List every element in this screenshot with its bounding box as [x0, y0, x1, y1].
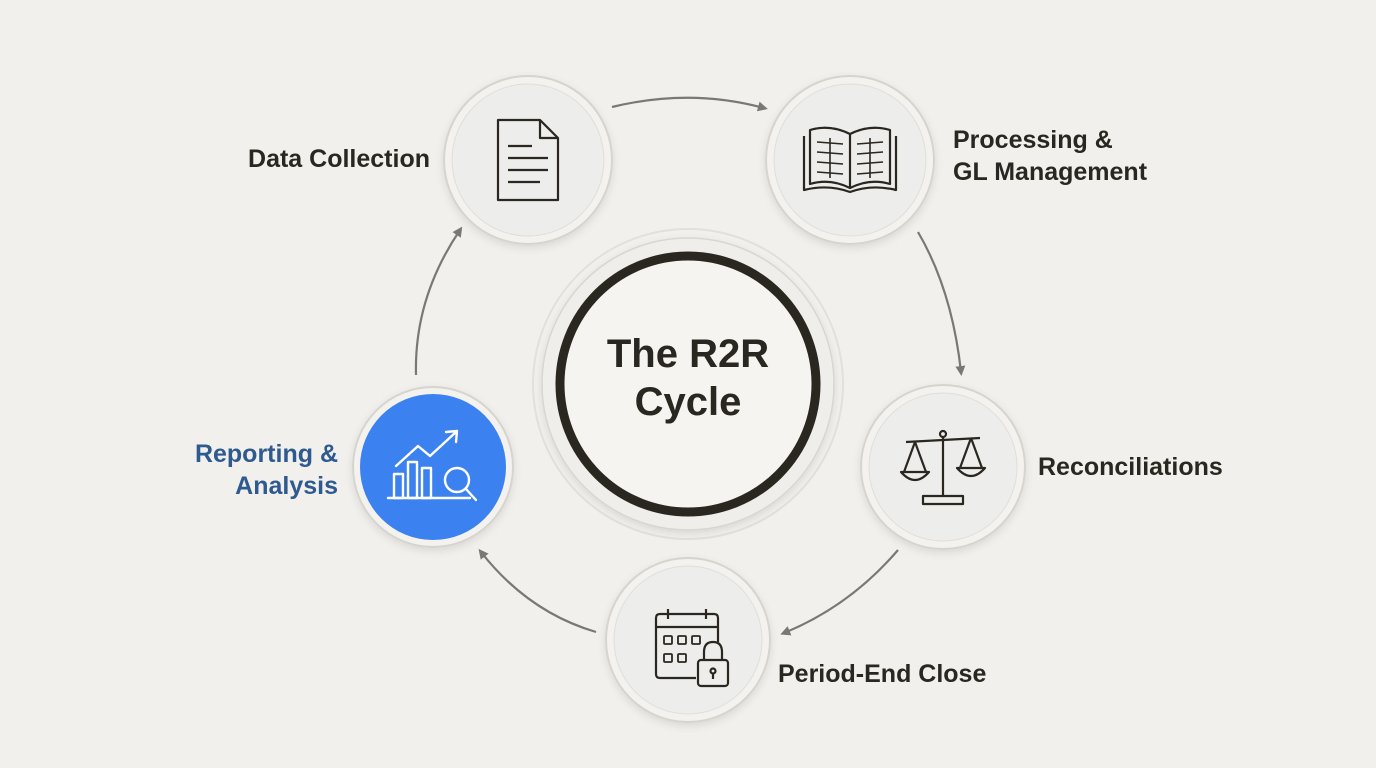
node-period-end-close[interactable] — [605, 557, 771, 723]
center-title-line1: The R2R — [606, 332, 770, 376]
arrow-close-to-reporting — [478, 548, 597, 634]
center-title: The R2R Cycle — [560, 330, 816, 426]
arrow-processing-to-reconciliations — [917, 231, 966, 376]
node-processing-gl[interactable] — [765, 75, 935, 245]
open-book-icon — [802, 126, 898, 194]
node-data-collection[interactable] — [443, 75, 613, 245]
cycle-arrows — [414, 96, 966, 636]
label-reporting-line1: Reporting & — [194, 440, 338, 468]
label-reporting-line2: Analysis — [235, 472, 338, 500]
label-period-end-close: Period-End Close — [778, 658, 986, 690]
balance-scale-icon — [899, 429, 987, 506]
node-reporting-analysis[interactable] — [352, 386, 514, 548]
calendar-lock-icon — [654, 609, 730, 688]
node-reconciliations[interactable] — [860, 384, 1026, 550]
center-hub — [532, 228, 844, 540]
label-reconciliations: Reconciliations — [1038, 451, 1223, 483]
label-processing-gl: Processing & GL Management — [953, 124, 1147, 188]
arrow-reporting-to-collection — [414, 226, 463, 376]
label-processing-line2: GL Management — [953, 158, 1148, 186]
document-icon — [496, 118, 560, 202]
label-reconciliations-line1: Reconciliations — [1038, 453, 1223, 481]
label-data-collection: Data Collection — [220, 143, 430, 175]
chart-magnifier-icon — [386, 429, 478, 502]
label-processing-line1: Processing & — [953, 126, 1113, 154]
arrow-reconciliations-to-close — [780, 549, 899, 636]
arrow-collection-to-processing — [611, 96, 768, 112]
label-data-collection-line1: Data Collection — [248, 145, 430, 173]
label-period-end-close-line1: Period-End Close — [778, 660, 987, 688]
center-title-line2: Cycle — [634, 380, 742, 424]
label-reporting-analysis: Reporting & Analysis — [150, 438, 338, 502]
